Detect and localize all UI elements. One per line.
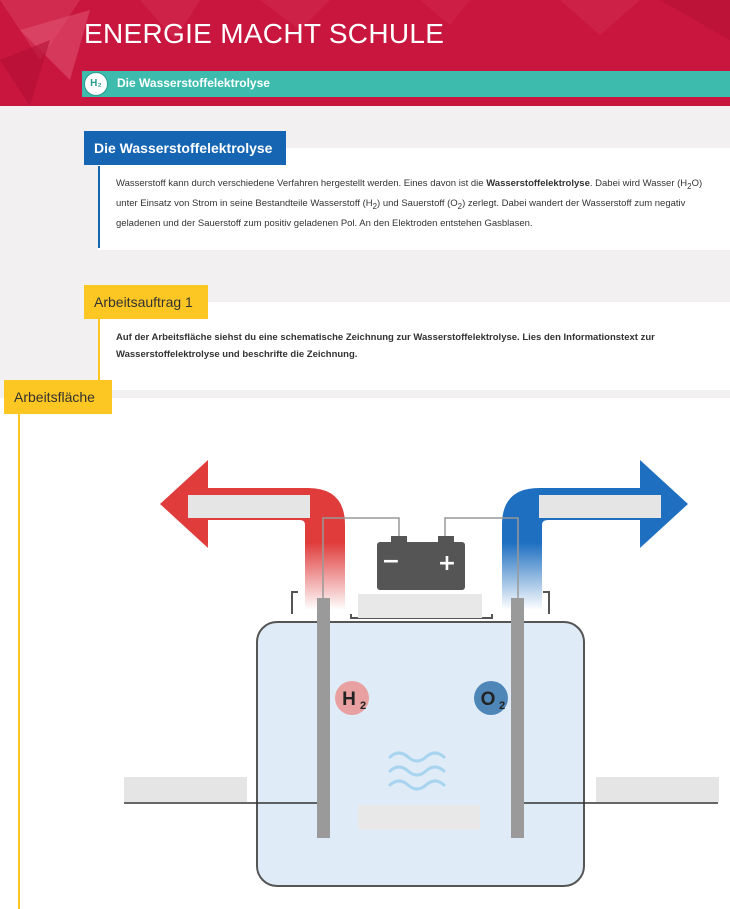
- minus-sign: −: [382, 549, 400, 574]
- battery-icon: [377, 536, 465, 590]
- h2-label: H: [342, 689, 356, 710]
- wire-positive: [444, 517, 519, 600]
- electrode-right: [511, 598, 524, 838]
- header-decoration: [0, 0, 730, 106]
- workspace-accent-line: [18, 414, 20, 909]
- task-text: Auf der Arbeitsfläche siehst du eine sch…: [116, 332, 655, 360]
- o2-subscript: 2: [499, 700, 505, 712]
- lid-middle: [350, 614, 493, 619]
- hydrogen-arrow: [160, 460, 345, 610]
- app-title: ENERGIE MACHT SCHULE: [84, 18, 445, 49]
- info-accent-line: [98, 166, 100, 248]
- task-accent-line: [98, 318, 100, 380]
- lid-right: [543, 591, 550, 614]
- water-container: [256, 621, 585, 887]
- electrode-left: [317, 598, 330, 838]
- h2-bubble: [335, 681, 369, 715]
- lid-left: [291, 591, 298, 614]
- o2-label: O: [481, 689, 496, 710]
- section-tag-arbeitsauftrag: Arbeitsauftrag 1: [84, 285, 208, 319]
- page-header: ENERGIE MACHT SCHULE H₂ Die Wasserstoffe…: [0, 0, 730, 106]
- info-text: Wasserstoff kann durch verschiedene Verf…: [116, 178, 703, 229]
- label-field-battery[interactable]: [358, 594, 482, 618]
- wire-negative: [322, 517, 400, 600]
- h2-badge-icon: H₂: [84, 72, 108, 96]
- label-field-hydrogen-arrow[interactable]: [188, 495, 310, 518]
- water-icon: [388, 751, 446, 791]
- section-tag-arbeitsflaeche: Arbeitsfläche: [4, 380, 112, 414]
- label-field-oxygen-arrow[interactable]: [539, 495, 661, 518]
- section-tag-elektrolyse: Die Wasserstoffelektrolyse: [84, 131, 286, 165]
- label-field-water[interactable]: [358, 805, 480, 830]
- o2-bubble: [474, 681, 508, 715]
- subtitle: Die Wasserstoffelektrolyse: [117, 76, 270, 90]
- subtitle-bar: H₂ Die Wasserstoffelektrolyse: [82, 71, 730, 97]
- oxygen-arrow: [502, 460, 688, 610]
- info-panel: [98, 148, 730, 250]
- label-field-left-electrode[interactable]: [124, 777, 247, 802]
- label-field-right-electrode[interactable]: [596, 777, 719, 802]
- h2-subscript: 2: [360, 700, 366, 712]
- plus-sign: +: [438, 551, 456, 576]
